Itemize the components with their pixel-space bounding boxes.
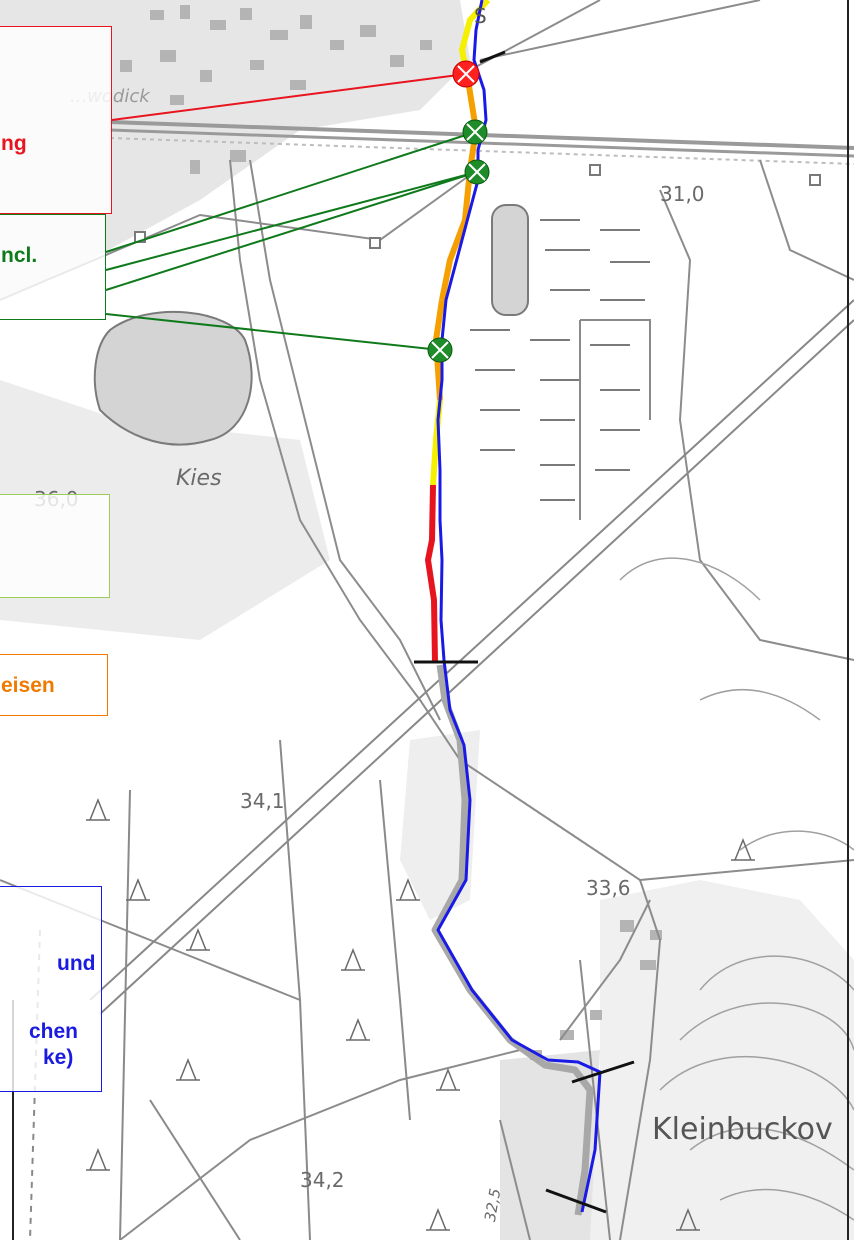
callout-blue-line-3: ke) [43, 1046, 74, 1069]
route-grey [431, 664, 594, 1216]
callout-blue: und chen ke) [0, 886, 102, 1092]
callout-green: ncl. [0, 214, 106, 320]
section-bars [414, 50, 635, 1214]
callout-blue-line-1: und [57, 952, 96, 975]
route-red [424, 484, 438, 663]
callout-red: ng [0, 26, 112, 214]
marsh-symbols [470, 219, 650, 501]
marker-green-3[interactable] [427, 337, 453, 363]
elevation-34-1: 34,1 [240, 789, 285, 813]
label-kleinbuckow: Kleinbuckov [652, 1112, 833, 1147]
callout-red-text: ng [1, 132, 27, 155]
contours [619, 557, 854, 1221]
label-road-marker: S [474, 4, 487, 28]
callout-green-text: ncl. [1, 244, 38, 267]
marker-red[interactable] [452, 60, 480, 88]
river-line [436, 0, 602, 1213]
elevation-34-2: 34,2 [300, 1168, 345, 1192]
leader-lines [105, 73, 478, 351]
label-kies: Kies [176, 466, 222, 491]
callout-lime [0, 494, 110, 598]
callout-orange: eisen [0, 654, 108, 716]
elevation-33-6: 33,6 [586, 876, 631, 900]
pond [93, 310, 253, 446]
village-area [560, 880, 854, 1240]
forest-symbols [86, 797, 755, 1231]
small-pond [491, 204, 529, 316]
parcels [119, 739, 411, 1240]
callout-orange-text: eisen [1, 674, 55, 697]
elevation-31-0: 31,0 [660, 182, 705, 206]
marker-green-2[interactable] [464, 159, 490, 185]
callout-blue-line-2: chen [29, 1020, 79, 1043]
marker-green-1[interactable] [462, 119, 488, 145]
